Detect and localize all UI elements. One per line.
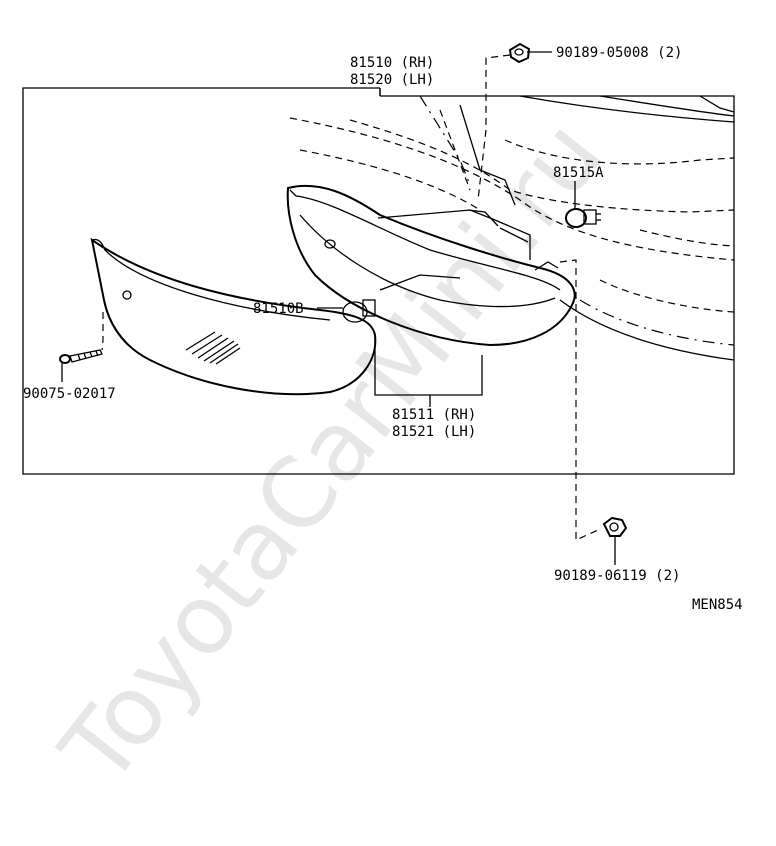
label-nut-bottom: 90189-06119 (2)	[554, 568, 680, 584]
leader-lines	[61, 51, 616, 565]
label-screw: 90075-02017	[23, 386, 116, 402]
label-bulb: 81510B	[253, 301, 304, 317]
nut-top	[508, 42, 531, 64]
socket-81515a	[565, 208, 601, 228]
figure-code: MEN854	[692, 597, 743, 613]
diagram-frame	[22, 87, 735, 475]
screw	[59, 349, 103, 364]
lamp-lens	[90, 237, 377, 396]
nut-bottom	[602, 516, 628, 537]
bulb-81510b	[342, 299, 376, 323]
label-lens-lh: 81521 (LH)	[392, 424, 476, 440]
callout-labels: 81510 (RH) 81520 (LH) 90189-05008 (2) 81…	[23, 45, 743, 613]
label-lamp-rh: 81510 (RH)	[350, 55, 434, 71]
label-nut-top: 90189-05008 (2)	[556, 45, 682, 61]
label-lamp-lh: 81520 (LH)	[350, 72, 434, 88]
lens-hatching	[185, 331, 241, 365]
turn-signal-lamp-housing	[286, 184, 576, 347]
body-panel-outline	[289, 95, 735, 361]
label-socket: 81515A	[553, 165, 604, 181]
label-lens-rh: 81511 (RH)	[392, 407, 476, 423]
